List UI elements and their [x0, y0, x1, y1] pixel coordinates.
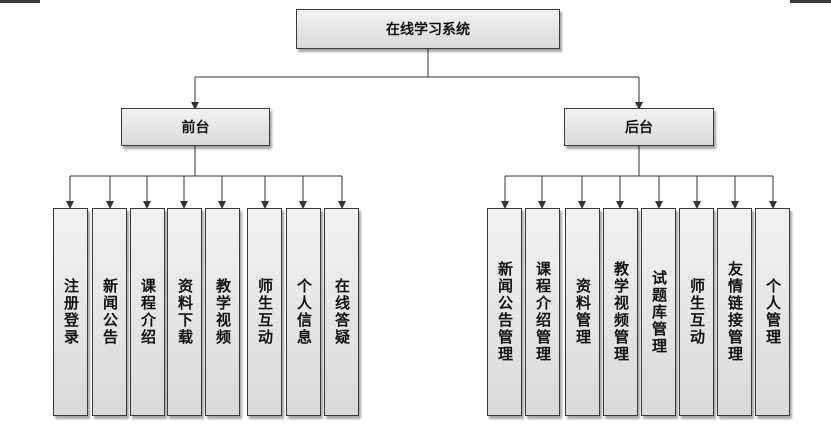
back-item-video-admin: 教学视频管理: [603, 208, 638, 416]
back-item-course-admin: 课程介绍管理: [525, 208, 560, 416]
back-item-question-bank: 试题库管理: [641, 208, 676, 416]
back-item-interaction: 师生互动: [679, 208, 714, 416]
front-item-profile: 个人信息: [286, 208, 321, 416]
back-item-label: 新闻公告管理: [496, 261, 514, 363]
front-item-label: 教学视频: [214, 278, 232, 346]
back-item-label: 友情链接管理: [726, 261, 744, 363]
back-item-material-admin: 资料管理: [565, 208, 600, 416]
back-item-label: 教学视频管理: [612, 261, 630, 363]
back-item-links-admin: 友情链接管理: [717, 208, 752, 416]
back-item-label: 个人管理: [764, 278, 782, 346]
back-item-label: 资料管理: [574, 278, 592, 346]
front-item-label: 师生互动: [256, 278, 274, 346]
front-item-course: 课程介绍: [130, 208, 165, 416]
front-item-video: 教学视频: [205, 208, 240, 416]
front-item-login: 注册登录: [53, 208, 88, 416]
back-item-personal-admin: 个人管理: [755, 208, 790, 416]
front-item-interaction: 师生互动: [247, 208, 282, 416]
edge-fragment-left: [0, 0, 40, 3]
front-item-qa: 在线答疑: [324, 208, 359, 416]
edge-fragment-right: [790, 0, 831, 3]
back-item-label: 课程介绍管理: [534, 261, 552, 363]
back-item-label: 师生互动: [688, 278, 706, 346]
back-node: 后台: [564, 108, 714, 146]
front-item-label: 课程介绍: [139, 278, 157, 346]
front-item-label: 注册登录: [62, 278, 80, 346]
front-item-download: 资料下载: [167, 208, 202, 416]
back-item-label: 试题库管理: [650, 269, 668, 355]
front-item-label: 资料下载: [176, 278, 194, 346]
root-node: 在线学习系统: [296, 9, 560, 49]
back-label: 后台: [625, 120, 653, 136]
root-label: 在线学习系统: [386, 22, 470, 38]
front-item-label: 在线答疑: [333, 278, 351, 346]
front-item-label: 新闻公告: [101, 278, 119, 346]
front-label: 前台: [181, 120, 210, 136]
front-node: 前台: [121, 108, 270, 146]
front-item-news: 新闻公告: [92, 208, 127, 416]
back-item-news-admin: 新闻公告管理: [487, 208, 522, 416]
front-item-label: 个人信息: [295, 278, 313, 346]
